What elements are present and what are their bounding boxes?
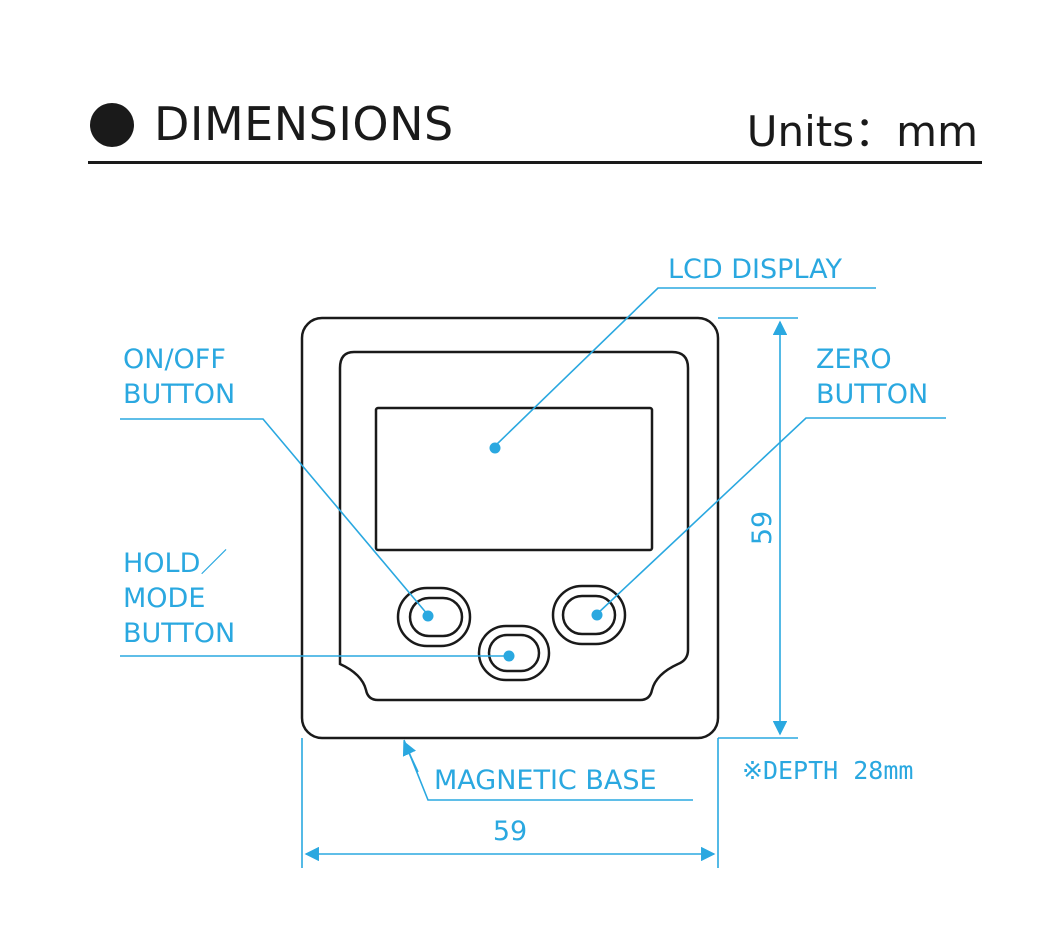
section-title: DIMENSIONS [154,97,454,151]
height-dimension-value: 59 [747,511,778,545]
magnetic-arrow [402,740,419,773]
hold-mode-button [477,624,551,682]
on-off-label-line1: ON/OFF [123,344,226,375]
hold-dot [503,650,515,662]
zero-label-line1: ZERO [816,344,892,375]
zero-button [551,584,627,646]
hold-label-line2: MODE [123,583,205,614]
device-outline [300,316,720,740]
zero-label-line2: BUTTON [816,379,928,410]
device-faceplate [338,350,690,702]
callout-zero-line [596,417,946,615]
on-off-button [396,586,472,648]
callout-lcd-line [494,287,876,447]
header-rule [88,161,982,164]
section-header: DIMENSIONS Units：mm [88,92,982,164]
width-dimension-value: 59 [493,816,527,847]
lcd-display-label: LCD DISPLAY [668,254,842,285]
hold-label-line3: BUTTON [123,618,235,649]
units-label: Units：mm [746,107,978,156]
zero-dot [591,609,603,621]
callout-on-off-line [120,418,429,616]
on-off-label-line2: BUTTON [123,379,235,410]
lcd-screen [374,406,654,552]
hold-label-line1: HOLD／ [123,548,227,579]
depth-note-label: ※DEPTH 28mm [742,756,913,785]
device-body [300,316,720,740]
lcd-dot [489,442,501,454]
magnetic-base-label: MAGNETIC BASE [434,765,657,796]
on-off-dot [422,610,434,622]
dimension-lines [301,317,798,868]
bullet-icon [90,103,134,147]
callout-dots [422,442,603,662]
